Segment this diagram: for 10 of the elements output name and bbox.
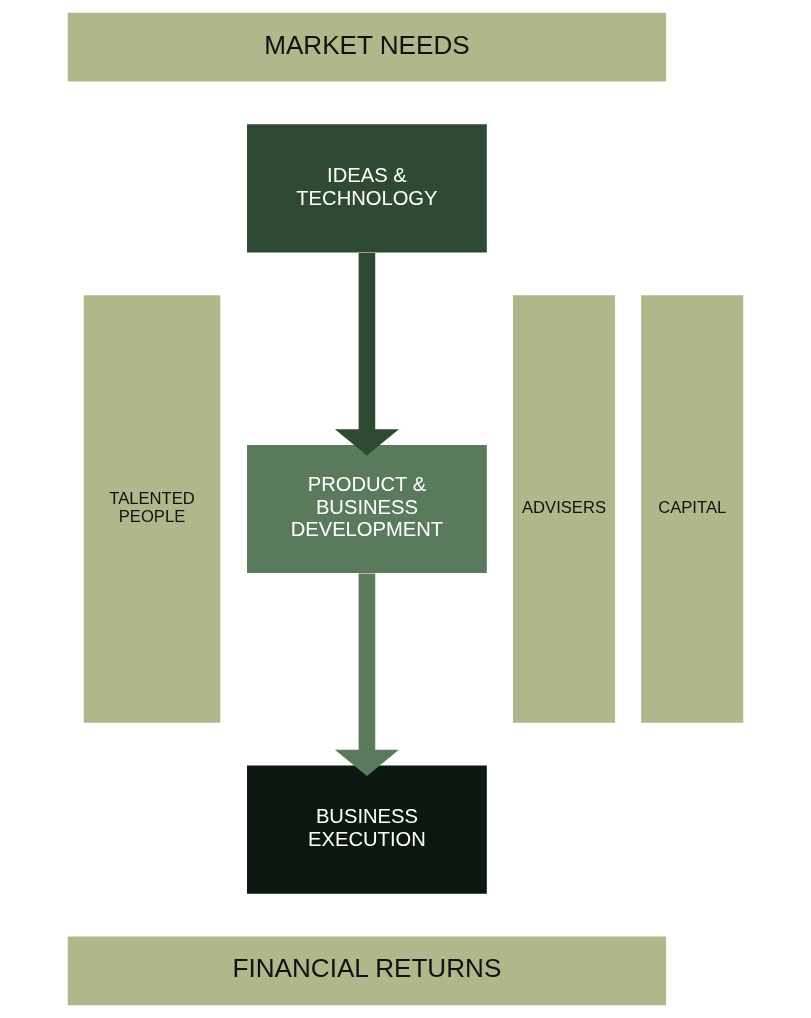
node-box: BUSINESS EXECUTION	[247, 765, 487, 894]
arrow	[334, 252, 399, 456]
node-box: FINANCIAL RETURNS	[67, 936, 667, 1006]
node-box: CAPITAL	[641, 295, 744, 723]
node-box: PRODUCT & BUSINESS DEVELOPMENT	[247, 444, 487, 574]
node-box: MARKET NEEDS	[67, 12, 667, 82]
node-box: TALENTED PEOPLE	[83, 295, 221, 723]
node-box: IDEAS & TECHNOLOGY	[247, 124, 487, 253]
arrow	[334, 573, 399, 776]
node-box: ADVISERS	[512, 295, 616, 723]
